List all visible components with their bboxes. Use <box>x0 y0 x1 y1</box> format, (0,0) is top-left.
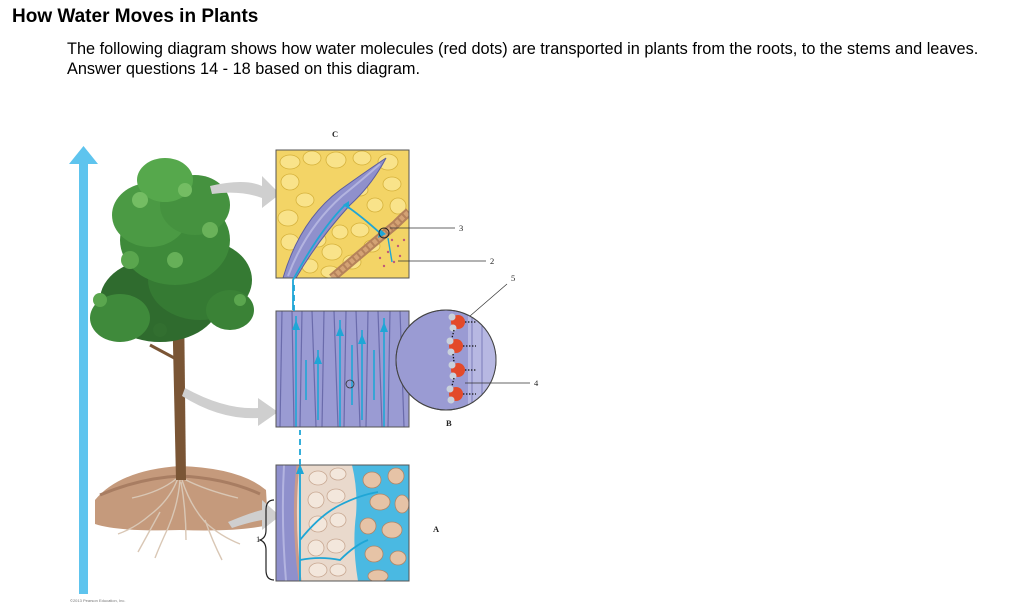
callout-2: 2 <box>490 256 494 266</box>
label-a: A <box>433 524 440 534</box>
label-c: C <box>332 129 338 139</box>
upward-flow-arrow <box>69 146 98 594</box>
label-b: B <box>446 418 452 428</box>
callout-3: 3 <box>459 223 463 233</box>
callout-1: 1 <box>256 534 260 544</box>
trunk <box>172 300 186 480</box>
copyright-notice: ©2013 Pearson Education, Inc. <box>70 598 126 603</box>
roots <box>117 477 241 561</box>
molecule-magnifier <box>395 283 530 411</box>
water-molecules <box>446 313 476 404</box>
flow-connectors <box>293 282 301 465</box>
tree-illustration <box>90 158 268 561</box>
callout-4: 4 <box>534 378 539 388</box>
stem-panel <box>275 310 410 428</box>
leaf-panel <box>275 149 486 310</box>
root-panel <box>258 464 410 582</box>
canopy <box>90 158 254 342</box>
page-title: How Water Moves in Plants <box>12 6 259 27</box>
intro-paragraph: The following diagram shows how water mo… <box>67 40 979 78</box>
callout-5: 5 <box>511 273 515 283</box>
